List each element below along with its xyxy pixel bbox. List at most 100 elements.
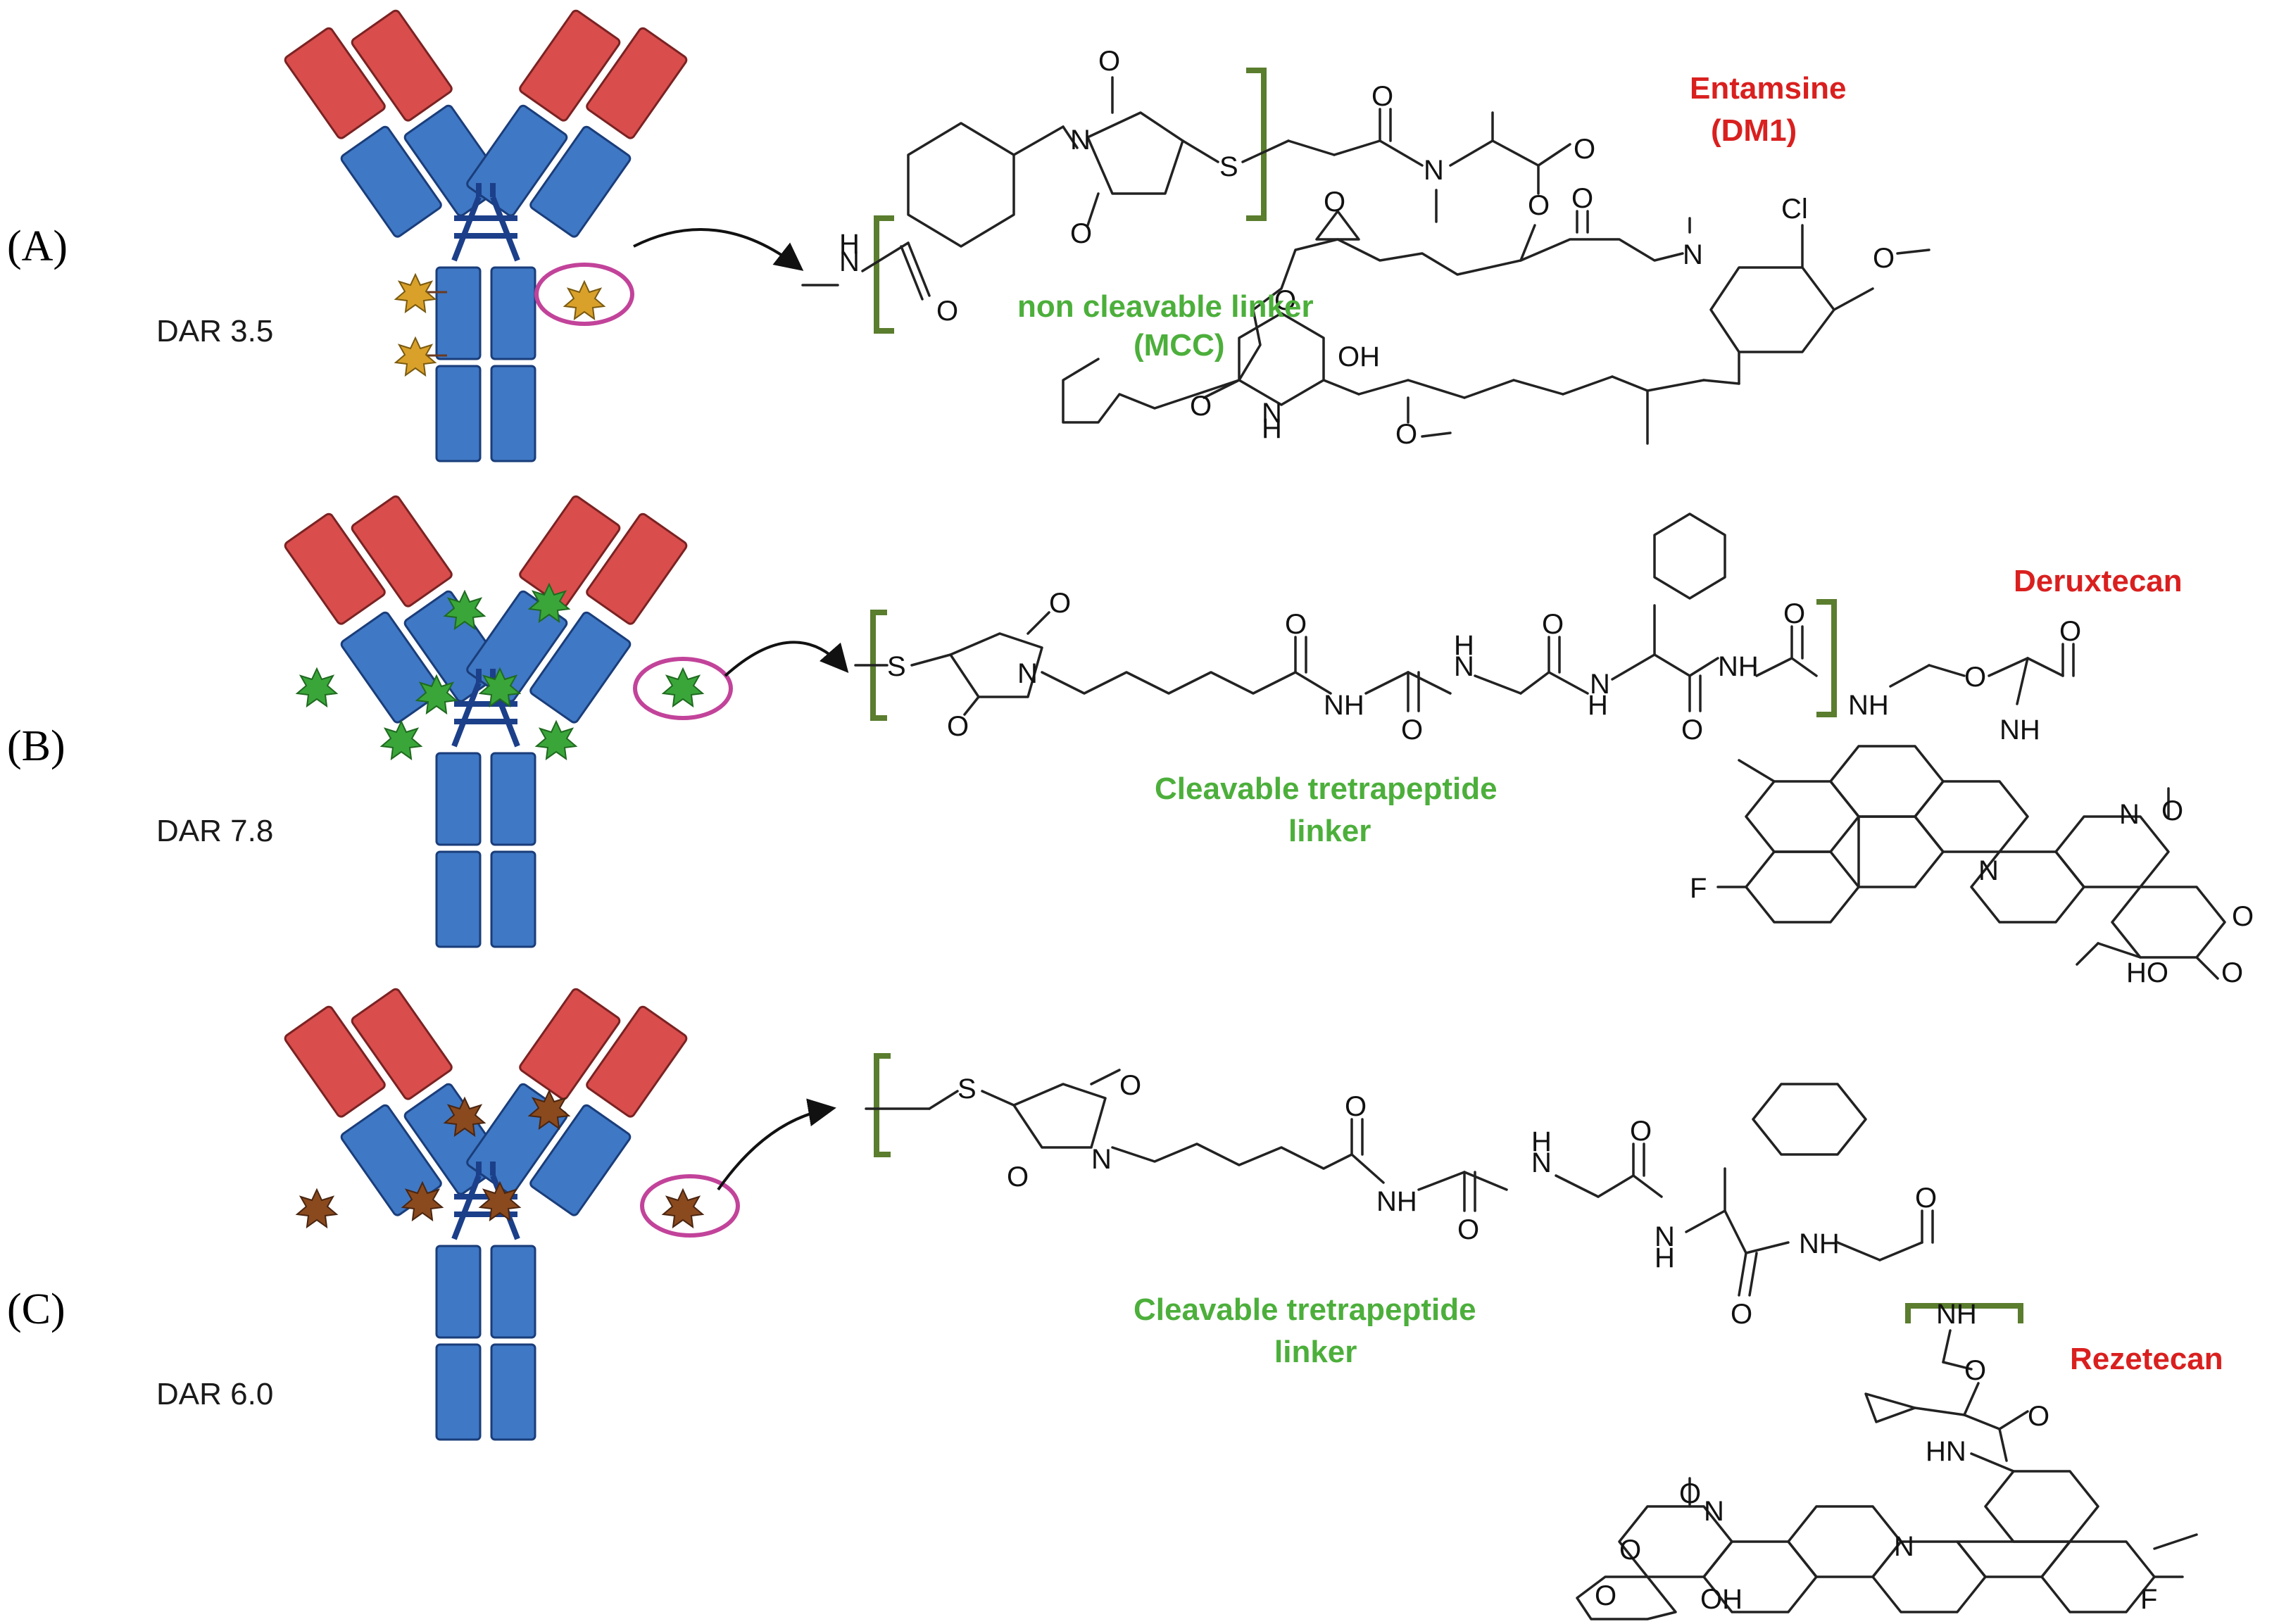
rezetecan-structure: S O O N O NH O N H O H <box>865 1053 2198 1620</box>
svg-text:O: O <box>1619 1535 1641 1566</box>
svg-text:OH: OH <box>1700 1584 1743 1615</box>
linker-label-b-line1: Cleavable tretrapeptide <box>1155 772 1498 806</box>
svg-text:N: N <box>1091 1144 1112 1175</box>
svg-text:O: O <box>1395 419 1417 450</box>
svg-text:Cl: Cl <box>1781 194 1808 225</box>
svg-text:O: O <box>1401 715 1423 745</box>
svg-text:H: H <box>1655 1242 1675 1273</box>
drug-code-a: (DM1) <box>1711 113 1797 148</box>
panel-b: (B) DAR 7.8 S O <box>7 495 2254 988</box>
linker-label-b-line2: linker <box>1288 814 1371 848</box>
svg-text:H: H <box>839 229 860 260</box>
highlight-ring <box>534 263 634 326</box>
arrow <box>633 228 804 271</box>
svg-text:N: N <box>1683 239 1703 270</box>
svg-text:O: O <box>1574 134 1595 165</box>
antibody-c <box>284 988 740 1440</box>
highlight-ring <box>633 657 733 720</box>
svg-text:O: O <box>1274 285 1296 316</box>
svg-text:NH: NH <box>1376 1186 1417 1217</box>
dar-label-c: DAR 6.0 <box>156 1377 273 1411</box>
svg-text:O: O <box>1070 218 1092 249</box>
drug-name-c: Rezetecan <box>2070 1342 2223 1376</box>
svg-text:N: N <box>1017 658 1038 689</box>
svg-text:O: O <box>1457 1214 1479 1245</box>
svg-text:H: H <box>1454 630 1474 661</box>
svg-text:H: H <box>1588 690 1608 721</box>
svg-text:N: N <box>1978 855 1999 886</box>
svg-text:N: N <box>1655 1221 1675 1252</box>
svg-text:O: O <box>1964 1355 1986 1386</box>
svg-text:O: O <box>1049 588 1071 619</box>
svg-text:O: O <box>1964 662 1986 693</box>
svg-text:HO: HO <box>2126 957 2168 988</box>
panel-a: (A) DAR 3.5 N H O <box>7 9 1930 461</box>
svg-text:O: O <box>1571 183 1593 214</box>
svg-text:N: N <box>1070 125 1091 156</box>
svg-text:O: O <box>1098 46 1120 77</box>
svg-text:H: H <box>1262 413 1282 444</box>
svg-text:NH: NH <box>1718 651 1759 682</box>
svg-text:N: N <box>1424 155 1444 186</box>
panel-label-a: (A) <box>7 222 68 270</box>
antibody-b <box>284 495 733 947</box>
svg-text:NH: NH <box>1848 690 1889 721</box>
svg-text:O: O <box>1190 391 1212 422</box>
svg-text:O: O <box>1595 1580 1616 1611</box>
svg-text:S: S <box>958 1074 977 1104</box>
svg-text:N: N <box>1454 651 1474 682</box>
svg-text:O: O <box>1630 1116 1652 1147</box>
svg-text:O: O <box>1681 715 1703 745</box>
svg-text:N: N <box>1894 1531 1914 1562</box>
dar-label-a: DAR 3.5 <box>156 314 273 348</box>
svg-text:O: O <box>1285 609 1307 640</box>
drug-name-a: Entamsine <box>1690 71 1847 106</box>
svg-text:O: O <box>1915 1183 1937 1214</box>
svg-text:F: F <box>2140 1584 2157 1615</box>
linker-label-c-line1: Cleavable tretrapeptide <box>1134 1292 1476 1327</box>
drug-name-b: Deruxtecan <box>2014 564 2183 598</box>
svg-text:N: N <box>1704 1496 1724 1527</box>
svg-text:O: O <box>1371 81 1393 112</box>
svg-text:N: N <box>839 246 860 277</box>
antibody-a <box>284 9 688 461</box>
payload-icon <box>295 582 705 761</box>
linker-label-c-line2: linker <box>1274 1335 1357 1369</box>
svg-text:O: O <box>1345 1091 1367 1122</box>
svg-text:N: N <box>2119 799 2140 830</box>
svg-text:O: O <box>1324 187 1345 218</box>
svg-text:NH: NH <box>1936 1299 1977 1330</box>
linker-label-a-line1: non cleavable linker <box>1017 289 1314 324</box>
svg-text:S: S <box>1219 151 1238 182</box>
linker-label-a-line2: (MCC) <box>1134 328 1225 363</box>
svg-text:NH: NH <box>1799 1228 1840 1259</box>
dm1-structure: N H O N O O S O N <box>801 46 1930 450</box>
arrow <box>717 1098 836 1191</box>
svg-text:N: N <box>1531 1147 1552 1178</box>
panel-c: (C) DAR 6.0 S O O <box>7 988 2223 1620</box>
svg-text:O: O <box>936 296 958 327</box>
svg-text:O: O <box>1731 1299 1752 1330</box>
dar-label-b: DAR 7.8 <box>156 814 273 848</box>
panel-label-c: (C) <box>7 1285 65 1333</box>
svg-text:NH: NH <box>1999 715 2040 745</box>
svg-text:O: O <box>947 711 969 742</box>
svg-text:OH: OH <box>1338 341 1380 372</box>
deruxtecan-structure: S O O N O NH O N H O <box>854 512 2254 988</box>
svg-text:NH: NH <box>1324 690 1364 721</box>
svg-text:F: F <box>1690 873 1707 904</box>
svg-text:N: N <box>1262 398 1282 429</box>
svg-text:N: N <box>1590 669 1610 700</box>
panel-label-b: (B) <box>7 722 65 770</box>
svg-text:O: O <box>1873 243 1895 274</box>
svg-text:O: O <box>1542 609 1564 640</box>
svg-text:O: O <box>1528 190 1550 221</box>
svg-text:O: O <box>1783 598 1805 629</box>
svg-text:O: O <box>2028 1401 2049 1432</box>
svg-text:O: O <box>1119 1070 1141 1101</box>
payload-icon <box>295 1089 705 1229</box>
arrow <box>724 641 849 677</box>
svg-text:O: O <box>1679 1478 1701 1509</box>
svg-text:O: O <box>2221 957 2243 988</box>
